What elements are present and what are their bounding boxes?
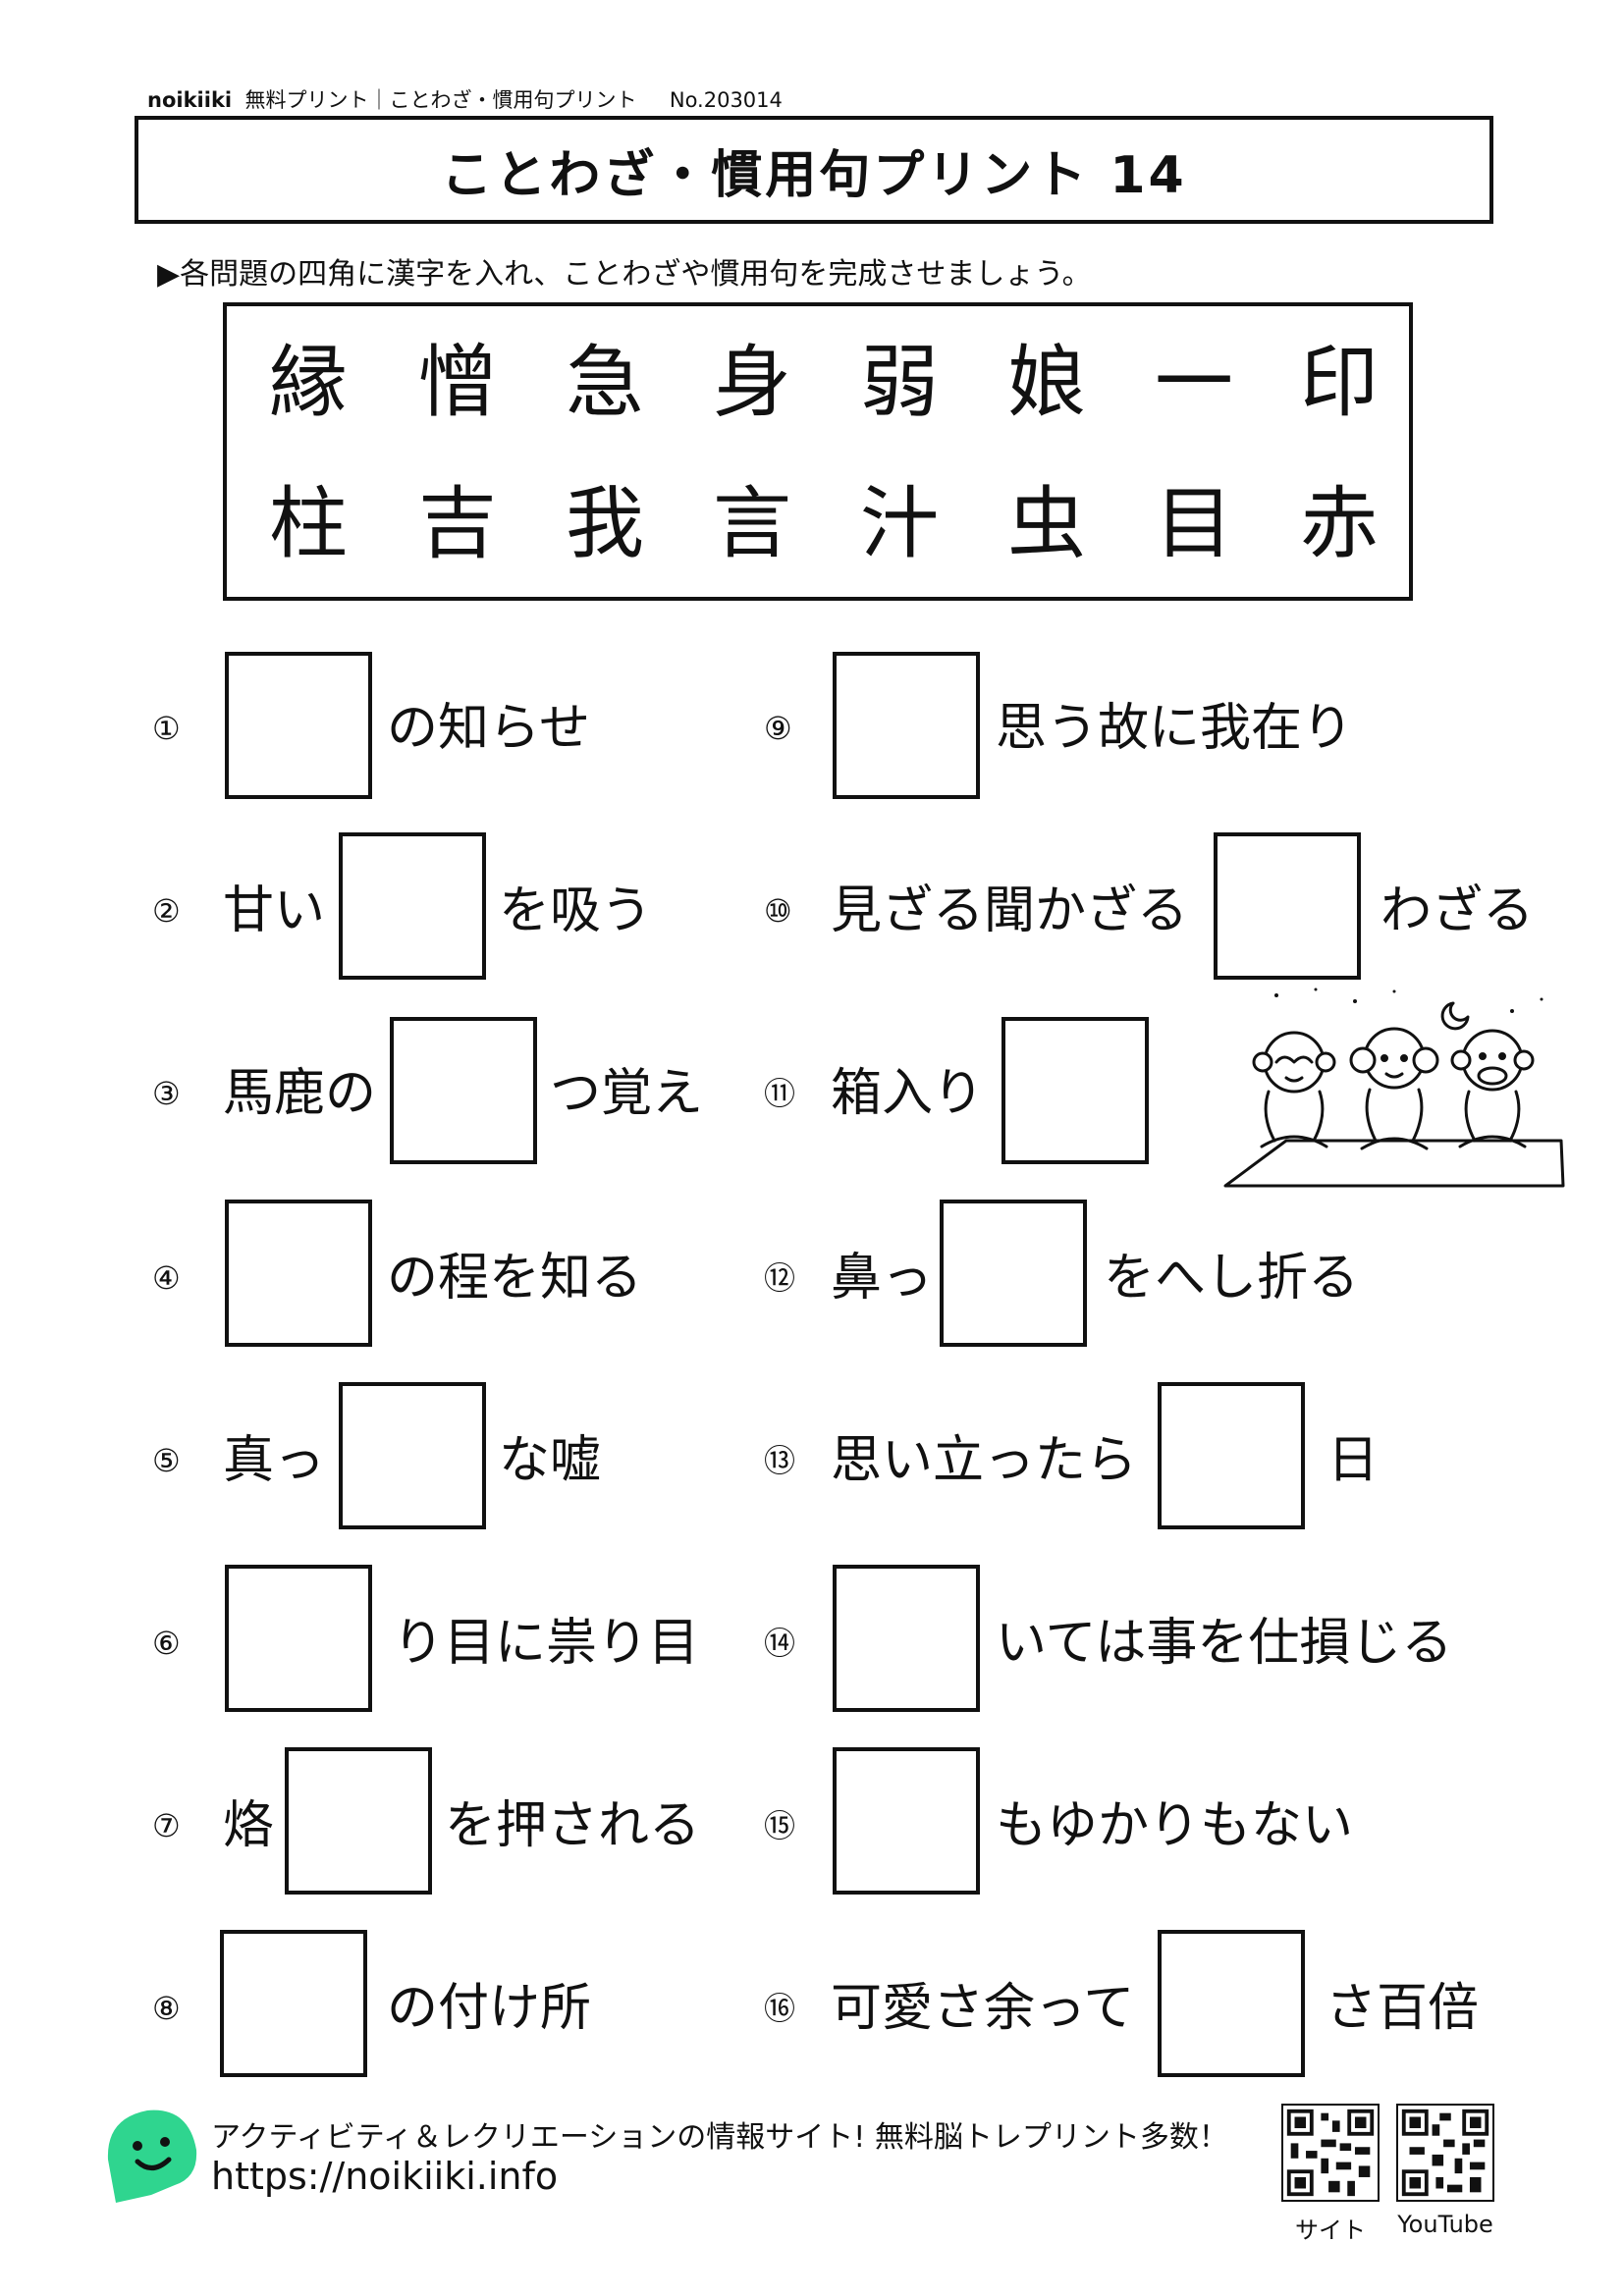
header-line: noikiiki 無料プリント｜ことわざ・慣用句プリント No.203014 <box>147 84 783 114</box>
question-number: ⑮ <box>764 1807 796 1844</box>
question-number: ⑯ <box>764 1990 796 2027</box>
answer-box-14[interactable] <box>833 1565 980 1712</box>
question-number: ⑤ <box>152 1442 181 1479</box>
question-text-before: 見ざる聞かざる <box>831 881 1189 940</box>
answer-box-13[interactable] <box>1158 1382 1305 1529</box>
kanji-bank-item: 虫 <box>1007 478 1086 569</box>
question-number: ⑧ <box>152 1990 181 2027</box>
kanji-bank-item: 憎 <box>418 337 497 428</box>
kanji-bank-item: 吉 <box>418 478 497 569</box>
question-number: ⑭ <box>764 1625 796 1662</box>
qr-code-youtube[interactable] <box>1396 2104 1494 2202</box>
answer-box-4[interactable] <box>225 1200 372 1347</box>
question-number: ⑫ <box>764 1259 796 1297</box>
question-text-after: もゆかりもない <box>996 1796 1354 1855</box>
question-text-after: 日 <box>1327 1431 1380 1490</box>
instruction-text: ▶各問題の四角に漢字を入れ、ことわざや慣用句を完成させましょう。 <box>157 257 1092 292</box>
kanji-bank-item: 柱 <box>269 478 348 569</box>
answer-box-5[interactable] <box>339 1382 486 1529</box>
question-number: ② <box>152 892 181 930</box>
noikiiki-logo <box>107 2109 197 2203</box>
question-text-before: 可愛さ余って <box>831 1979 1135 2038</box>
kanji-bank-item: 我 <box>566 478 644 569</box>
answer-box-11[interactable] <box>1001 1017 1149 1164</box>
kanji-bank: 縁 憎 急 身 弱 娘 一 印 柱 吉 我 言 汁 虫 目 赤 <box>223 302 1413 601</box>
answer-box-8[interactable] <box>220 1930 367 2077</box>
kanji-bank-item: 汁 <box>860 478 939 569</box>
question-text-after: り目に祟り目 <box>393 1614 700 1673</box>
answer-box-6[interactable] <box>225 1565 372 1712</box>
brand-name: noikiiki <box>147 88 233 112</box>
question-text-after: わざる <box>1380 881 1535 940</box>
page-title-text: ことわざ・慣用句プリント 14 <box>441 145 1187 205</box>
kanji-bank-item: 一 <box>1155 337 1233 428</box>
question-number: ① <box>152 710 181 747</box>
question-text-after: な嘘 <box>499 1431 602 1490</box>
page-title: ことわざ・慣用句プリント 14 <box>135 116 1493 224</box>
question-number: ⑪ <box>764 1075 796 1112</box>
answer-box-1[interactable] <box>225 652 372 799</box>
question-text-after: つ覚え <box>550 1064 704 1123</box>
question-text-after: さ百倍 <box>1326 1979 1480 2038</box>
question-number: ⑩ <box>764 892 792 930</box>
kanji-bank-item: 娘 <box>1007 337 1086 428</box>
question-number: ⑦ <box>152 1807 181 1844</box>
kanji-bank-item: 弱 <box>860 337 939 428</box>
question-text-after: を吸う <box>499 881 653 940</box>
kanji-bank-item: 身 <box>713 337 791 428</box>
header-subtitle: 無料プリント｜ことわざ・慣用句プリント <box>244 88 637 112</box>
question-text-before: 箱入り <box>831 1064 985 1123</box>
question-text-before: 鼻っ <box>831 1249 934 1308</box>
question-number: ⑬ <box>764 1442 796 1479</box>
question-text-after: 思う故に我在り <box>996 699 1354 758</box>
question-number: ⑨ <box>764 710 792 747</box>
question-text-before: 思い立ったら <box>831 1431 1138 1490</box>
answer-box-7[interactable] <box>285 1747 432 1895</box>
question-number: ④ <box>152 1259 181 1297</box>
footer-tagline: アクティビティ＆レクリエーションの情報サイト! 無料脳トレプリント多数！ <box>211 2120 1228 2155</box>
question-text-after: をへし折る <box>1104 1249 1360 1308</box>
kanji-bank-item: 急 <box>566 337 644 428</box>
answer-box-3[interactable] <box>390 1017 537 1164</box>
question-text-before: 甘い <box>223 881 326 940</box>
question-text-after: を押される <box>445 1796 701 1855</box>
answer-box-16[interactable] <box>1158 1930 1305 2077</box>
kanji-bank-item: 印 <box>1300 337 1379 428</box>
kanji-bank-item: 目 <box>1155 478 1233 569</box>
question-text-after: の程を知る <box>387 1249 643 1308</box>
qr-site-label: サイト <box>1295 2216 1366 2244</box>
question-number: ③ <box>152 1075 181 1112</box>
answer-box-10[interactable] <box>1214 832 1361 980</box>
question-number: ⑥ <box>152 1625 181 1662</box>
kanji-bank-item: 赤 <box>1300 478 1379 569</box>
qr-code-site[interactable] <box>1281 2104 1380 2202</box>
question-text-before: 真っ <box>223 1431 326 1490</box>
answer-box-12[interactable] <box>940 1200 1087 1347</box>
question-text-after: の付け所 <box>387 1979 592 2038</box>
question-text-after: いては事を仕損じる <box>996 1614 1453 1673</box>
print-number: No.203014 <box>669 88 783 112</box>
kanji-bank-item: 言 <box>713 478 791 569</box>
answer-box-9[interactable] <box>833 652 980 799</box>
question-text-before: 烙 <box>223 1796 275 1855</box>
three-monkeys-illustration <box>1223 988 1565 1188</box>
footer-url-link[interactable]: https://noikiiki.info <box>211 2155 559 2198</box>
kanji-bank-item: 縁 <box>269 337 348 428</box>
answer-box-15[interactable] <box>833 1747 980 1895</box>
qr-youtube-label: YouTube <box>1397 2211 1493 2238</box>
question-text-after: の知らせ <box>387 699 590 758</box>
answer-box-2[interactable] <box>339 832 486 980</box>
question-text-before: 馬鹿の <box>223 1064 377 1123</box>
